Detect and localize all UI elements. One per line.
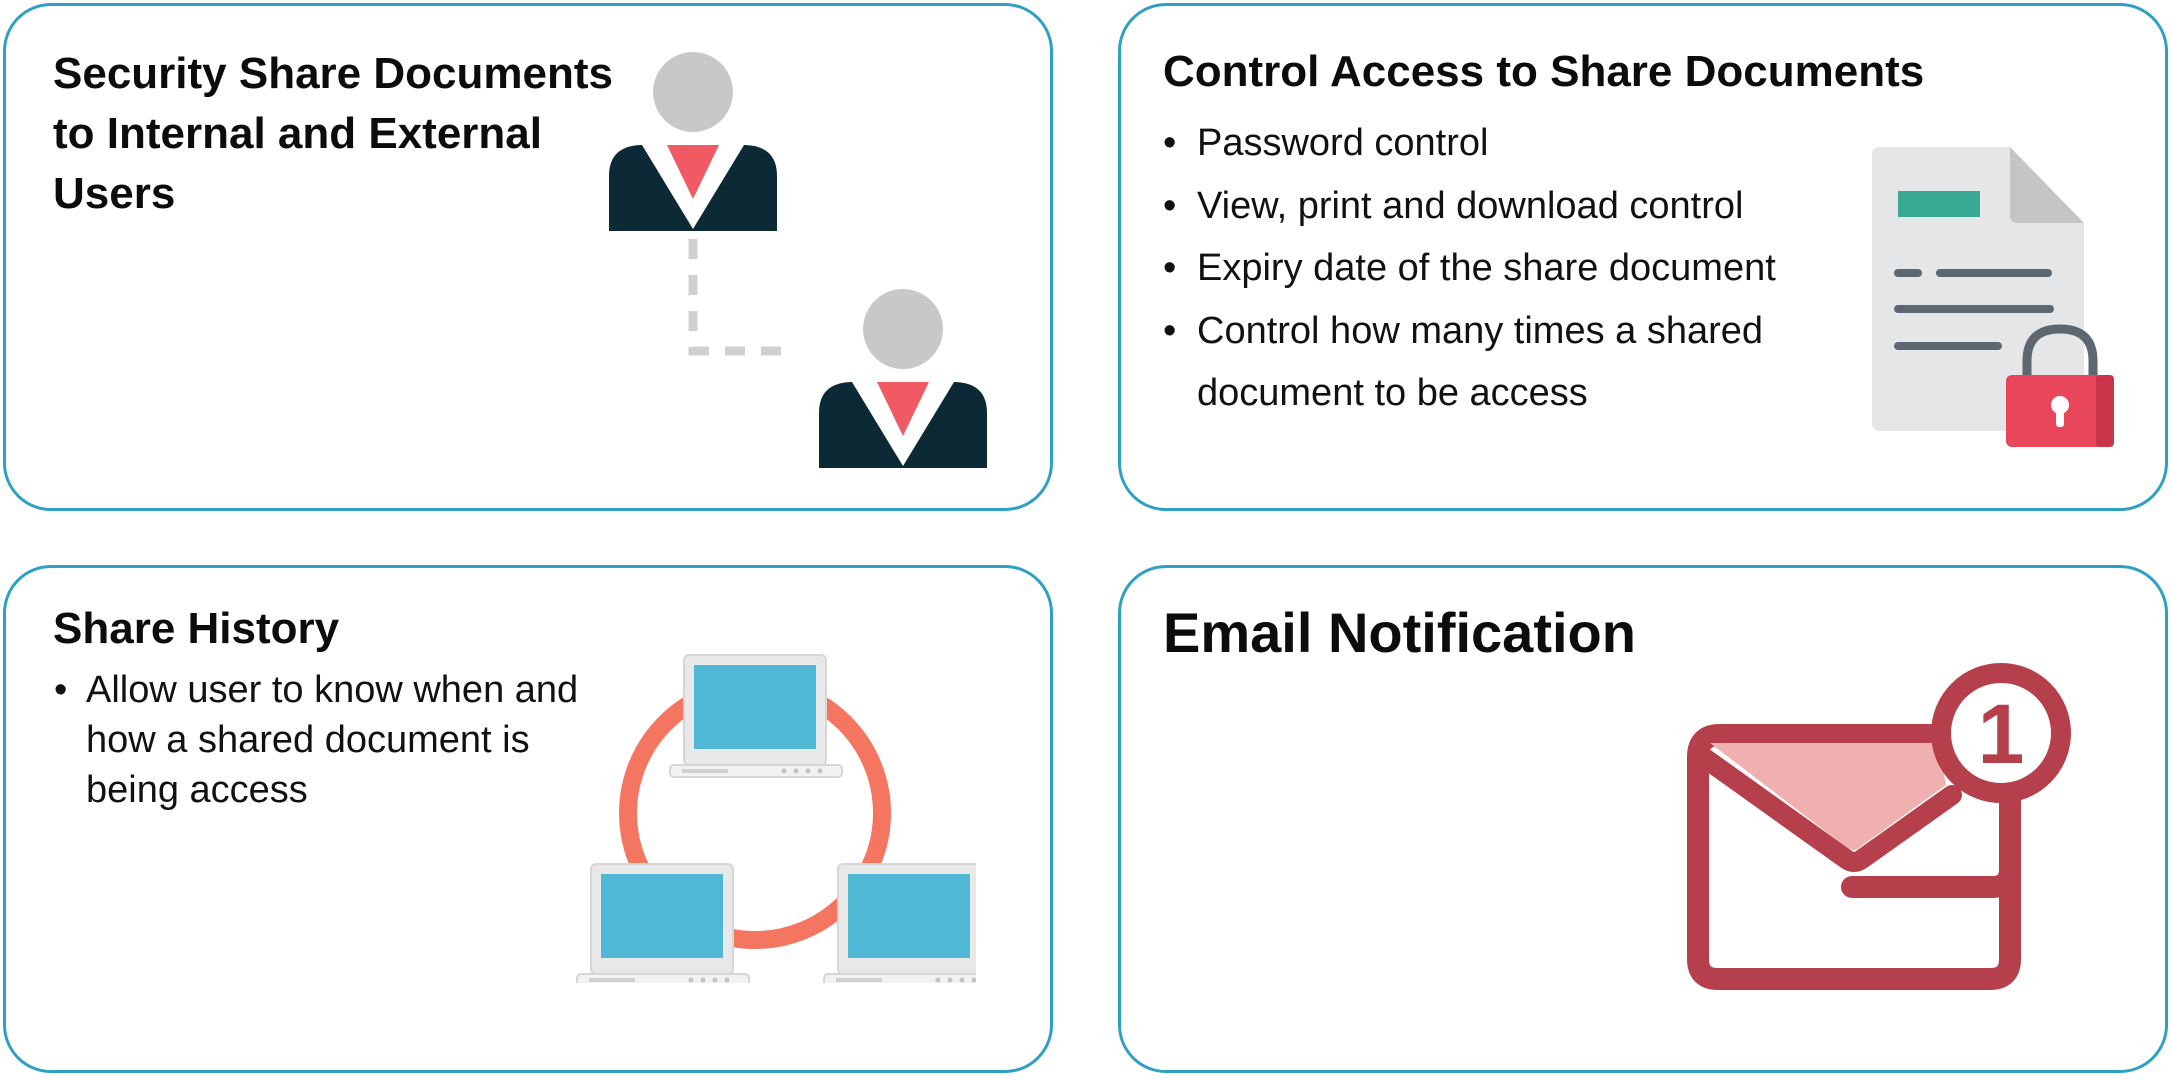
access-control-list: Password control View, print and downloa… (1163, 112, 1837, 425)
list-item: View, print and download control (1163, 175, 1837, 238)
user-icon (819, 289, 987, 468)
list-item: Allow user to know when and how a shared… (54, 665, 586, 815)
notification-badge: 1 (1931, 663, 2071, 803)
connector-line (688, 239, 789, 356)
envelope-icon: 1 (1687, 663, 2071, 990)
laptop-icon (669, 654, 843, 778)
list-item: Expiry date of the share document (1163, 237, 1837, 300)
laptop-icon (576, 863, 750, 983)
lock-icon (2006, 324, 2114, 447)
list-item: Password control (1163, 112, 1837, 175)
card-email-notification: Email Notification 1 (1118, 565, 2168, 1073)
card-title: Security Share Documents to Internal and… (53, 49, 613, 218)
user-icon (609, 52, 777, 231)
laptop-icon (823, 863, 976, 983)
user-sharing-illustration (609, 52, 987, 468)
card-title: Control Access to Share Documents (1163, 47, 1925, 96)
badge-count: 1 (1978, 687, 2025, 781)
list-item: Control how many times a shared document… (1163, 300, 1837, 425)
card-title: Email Notification (1163, 601, 1636, 664)
card-access-control: Control Access to Share Documents Passwo… (1118, 3, 2168, 511)
card-share-history: Share History Allow user to know when an… (3, 565, 1053, 1073)
document-tag (1898, 191, 1980, 217)
share-history-list: Allow user to know when and how a shared… (54, 665, 586, 815)
card-secure-share: Security Share Documents to Internal and… (3, 3, 1053, 511)
laptop-network-icon (576, 654, 976, 983)
locked-document-icon (1872, 147, 2114, 447)
card-title: Share History (53, 604, 340, 653)
